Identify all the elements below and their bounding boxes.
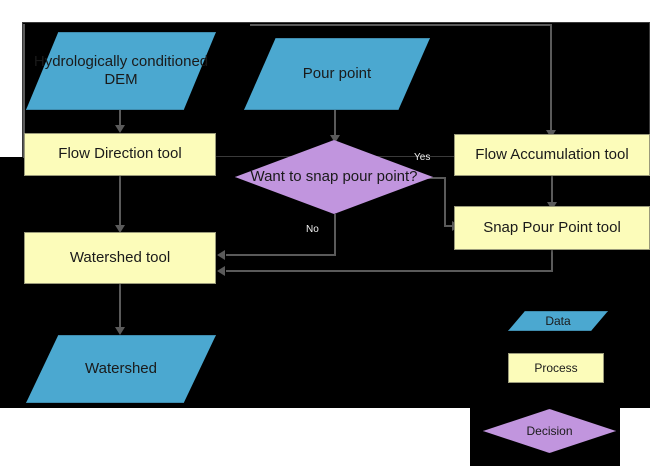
node-label: Watershed [85, 359, 157, 377]
node-label: Flow Direction tool [58, 145, 182, 163]
arrowhead-watershedtool-snap [217, 266, 225, 276]
node-watershed[interactable]: Watershed [26, 335, 216, 403]
legend-item-data: Data [508, 311, 608, 331]
legend-label-data: Data [545, 314, 571, 328]
data-shape [26, 335, 216, 403]
connector-pourpoint-to-decision [334, 110, 336, 140]
node-label: Hydrologically conditioned DEM [33, 52, 209, 88]
legend-label-decision: Decision [526, 424, 573, 438]
edge-label-no: No [306, 224, 319, 235]
data-shape [244, 38, 430, 110]
connector-yes-vertical [444, 177, 446, 225]
connector-no-horizontal [226, 254, 336, 256]
node-hydrologically-conditioned-dem[interactable]: Hydrologically conditioned DEM [26, 32, 216, 110]
connector-top-rail [250, 24, 552, 26]
arrowhead-watershed [115, 327, 125, 335]
node-flow-direction-tool[interactable]: Flow Direction tool [24, 133, 216, 176]
connector-snap-vertical [551, 250, 553, 272]
node-flow-accumulation-tool[interactable]: Flow Accumulation tool [454, 134, 650, 176]
legend-item-process: Process [508, 353, 604, 383]
node-label: Want to snap pour point? [250, 167, 418, 185]
edge-label-yes: Yes [414, 152, 431, 163]
connector-yes-into-snap [444, 225, 454, 227]
connector-flowdir-to-watershedtool [119, 176, 121, 230]
node-label: Snap Pour Point tool [483, 218, 621, 236]
legend-label-process: Process [534, 361, 578, 375]
node-watershed-tool[interactable]: Watershed tool [24, 232, 216, 284]
connector-flowaccum-to-snap [551, 176, 553, 206]
connector-snap-horizontal [226, 270, 553, 272]
legend-item-decision: Decision [483, 409, 616, 453]
node-label: Pour point [302, 64, 372, 82]
node-decision-snap-pour-point[interactable]: Want to snap pour point? [235, 140, 433, 214]
connector-no-vertical [334, 214, 336, 254]
node-label: Watershed tool [69, 248, 171, 266]
connector-flowdir-left-stub-v [23, 24, 25, 157]
node-label: Flow Accumulation tool [475, 145, 629, 163]
arrowhead-watershedtool-top [115, 225, 125, 233]
node-snap-pour-point-tool[interactable]: Snap Pour Point tool [454, 206, 650, 250]
connector-dem-to-flowdir [119, 110, 121, 130]
arrowhead-watershedtool-no [217, 250, 225, 260]
node-pour-point[interactable]: Pour point [244, 38, 430, 110]
connector-to-flow-accumulation [550, 24, 552, 134]
arrowhead-flowdir [115, 125, 125, 133]
connector-watershedtool-to-watershed [119, 284, 121, 332]
arrowhead-decision [330, 135, 340, 143]
